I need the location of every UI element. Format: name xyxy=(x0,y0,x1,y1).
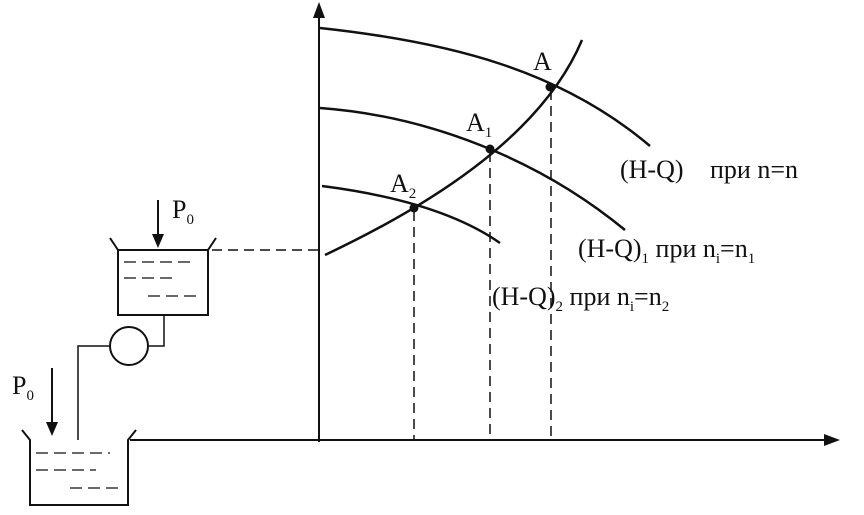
axes xyxy=(130,2,840,446)
pump-curves xyxy=(319,26,651,245)
label-p0-upper: P0 xyxy=(172,195,194,228)
upper-tank-body xyxy=(109,237,217,316)
point-a2 xyxy=(409,203,419,213)
discharge-pipe xyxy=(148,316,165,347)
label-p0-lower: P0 xyxy=(12,371,34,404)
lower-pressure-arrow-head xyxy=(46,422,58,436)
label-a: A xyxy=(533,47,552,76)
upper-pressure-arrow-head xyxy=(152,234,164,248)
lower-tank: P0 xyxy=(12,368,137,506)
curve-h-q-1 xyxy=(319,106,626,231)
point-a xyxy=(545,82,555,92)
lower-tank-liquid xyxy=(36,452,124,489)
upper-tank-liquid xyxy=(124,261,202,297)
label-curve-h-q: (H-Q) при n=n xyxy=(620,155,798,184)
curve-h-q xyxy=(319,26,651,147)
curve-h-q-2 xyxy=(321,184,501,245)
label-curve-h-q-2: (H-Q)2 при ni=n2 xyxy=(492,282,669,315)
system-curve xyxy=(324,39,584,257)
point-a1 xyxy=(485,144,495,154)
pump-and-piping xyxy=(77,316,165,440)
label-a2: A2 xyxy=(390,169,416,202)
vertical-axis-arrow xyxy=(313,2,325,18)
projection-lines xyxy=(212,90,552,440)
label-a1: A1 xyxy=(466,108,492,141)
pump-icon xyxy=(109,326,149,366)
horizontal-axis-arrow xyxy=(824,434,840,446)
lower-tank-body xyxy=(21,429,137,506)
curve-labels: (H-Q) при n=n (H-Q)1 при ni=n1 (H-Q)2 пр… xyxy=(492,155,798,315)
upper-tank: P0 xyxy=(109,195,217,316)
label-curve-h-q-1: (H-Q)1 при ni=n1 xyxy=(578,234,755,267)
operating-points xyxy=(409,82,555,213)
point-labels: A A1 A2 xyxy=(390,47,552,202)
suction-pipe xyxy=(77,345,110,440)
